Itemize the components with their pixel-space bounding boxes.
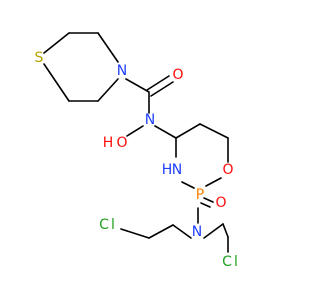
bond-lines: [43, 32, 229, 253]
oxygen-atom: O: [222, 162, 233, 178]
bond: [203, 223, 224, 239]
bond: [97, 32, 119, 63]
bond: [126, 125, 144, 137]
bond: [148, 224, 174, 239]
oxygen-atom: O: [116, 135, 127, 151]
bond: [43, 63, 70, 102]
bond: [120, 228, 150, 239]
bond: [172, 224, 192, 239]
chlorine-atom: C: [222, 254, 232, 270]
nitrogen-atom: N: [192, 224, 202, 240]
bond: [125, 78, 150, 93]
bond: [97, 78, 119, 102]
molecule-structure: S N O N O H H N O P O N C l C l: [35, 32, 238, 270]
bond: [205, 177, 222, 187]
oxygen-atom: O: [215, 195, 226, 211]
nitrogen-atom: N: [117, 63, 127, 79]
bond: [43, 32, 70, 54]
bond: [181, 181, 195, 189]
hydrogen-atom: H: [103, 135, 114, 151]
bond: [150, 81, 174, 97]
nitrogen-atom: N: [145, 112, 155, 128]
sulfur-atom: S: [35, 50, 44, 66]
oxygen-atom: O: [172, 67, 183, 83]
phosphorus-atom: P: [196, 187, 204, 203]
atom-labels: S N O N O H H N O P O N C l C l: [35, 50, 238, 270]
chlorine-atom: l: [111, 217, 115, 233]
bond: [200, 202, 211, 208]
bond: [154, 125, 177, 139]
bond: [175, 123, 201, 139]
chlorine-atom: l: [234, 254, 238, 270]
bond: [203, 197, 214, 203]
bond: [199, 123, 229, 139]
hydrogen-atom: H: [162, 162, 173, 178]
chlorine-atom: C: [99, 217, 109, 233]
nitrogen-atom: N: [172, 162, 182, 178]
bond: [146, 75, 170, 91]
bond: [222, 223, 229, 238]
